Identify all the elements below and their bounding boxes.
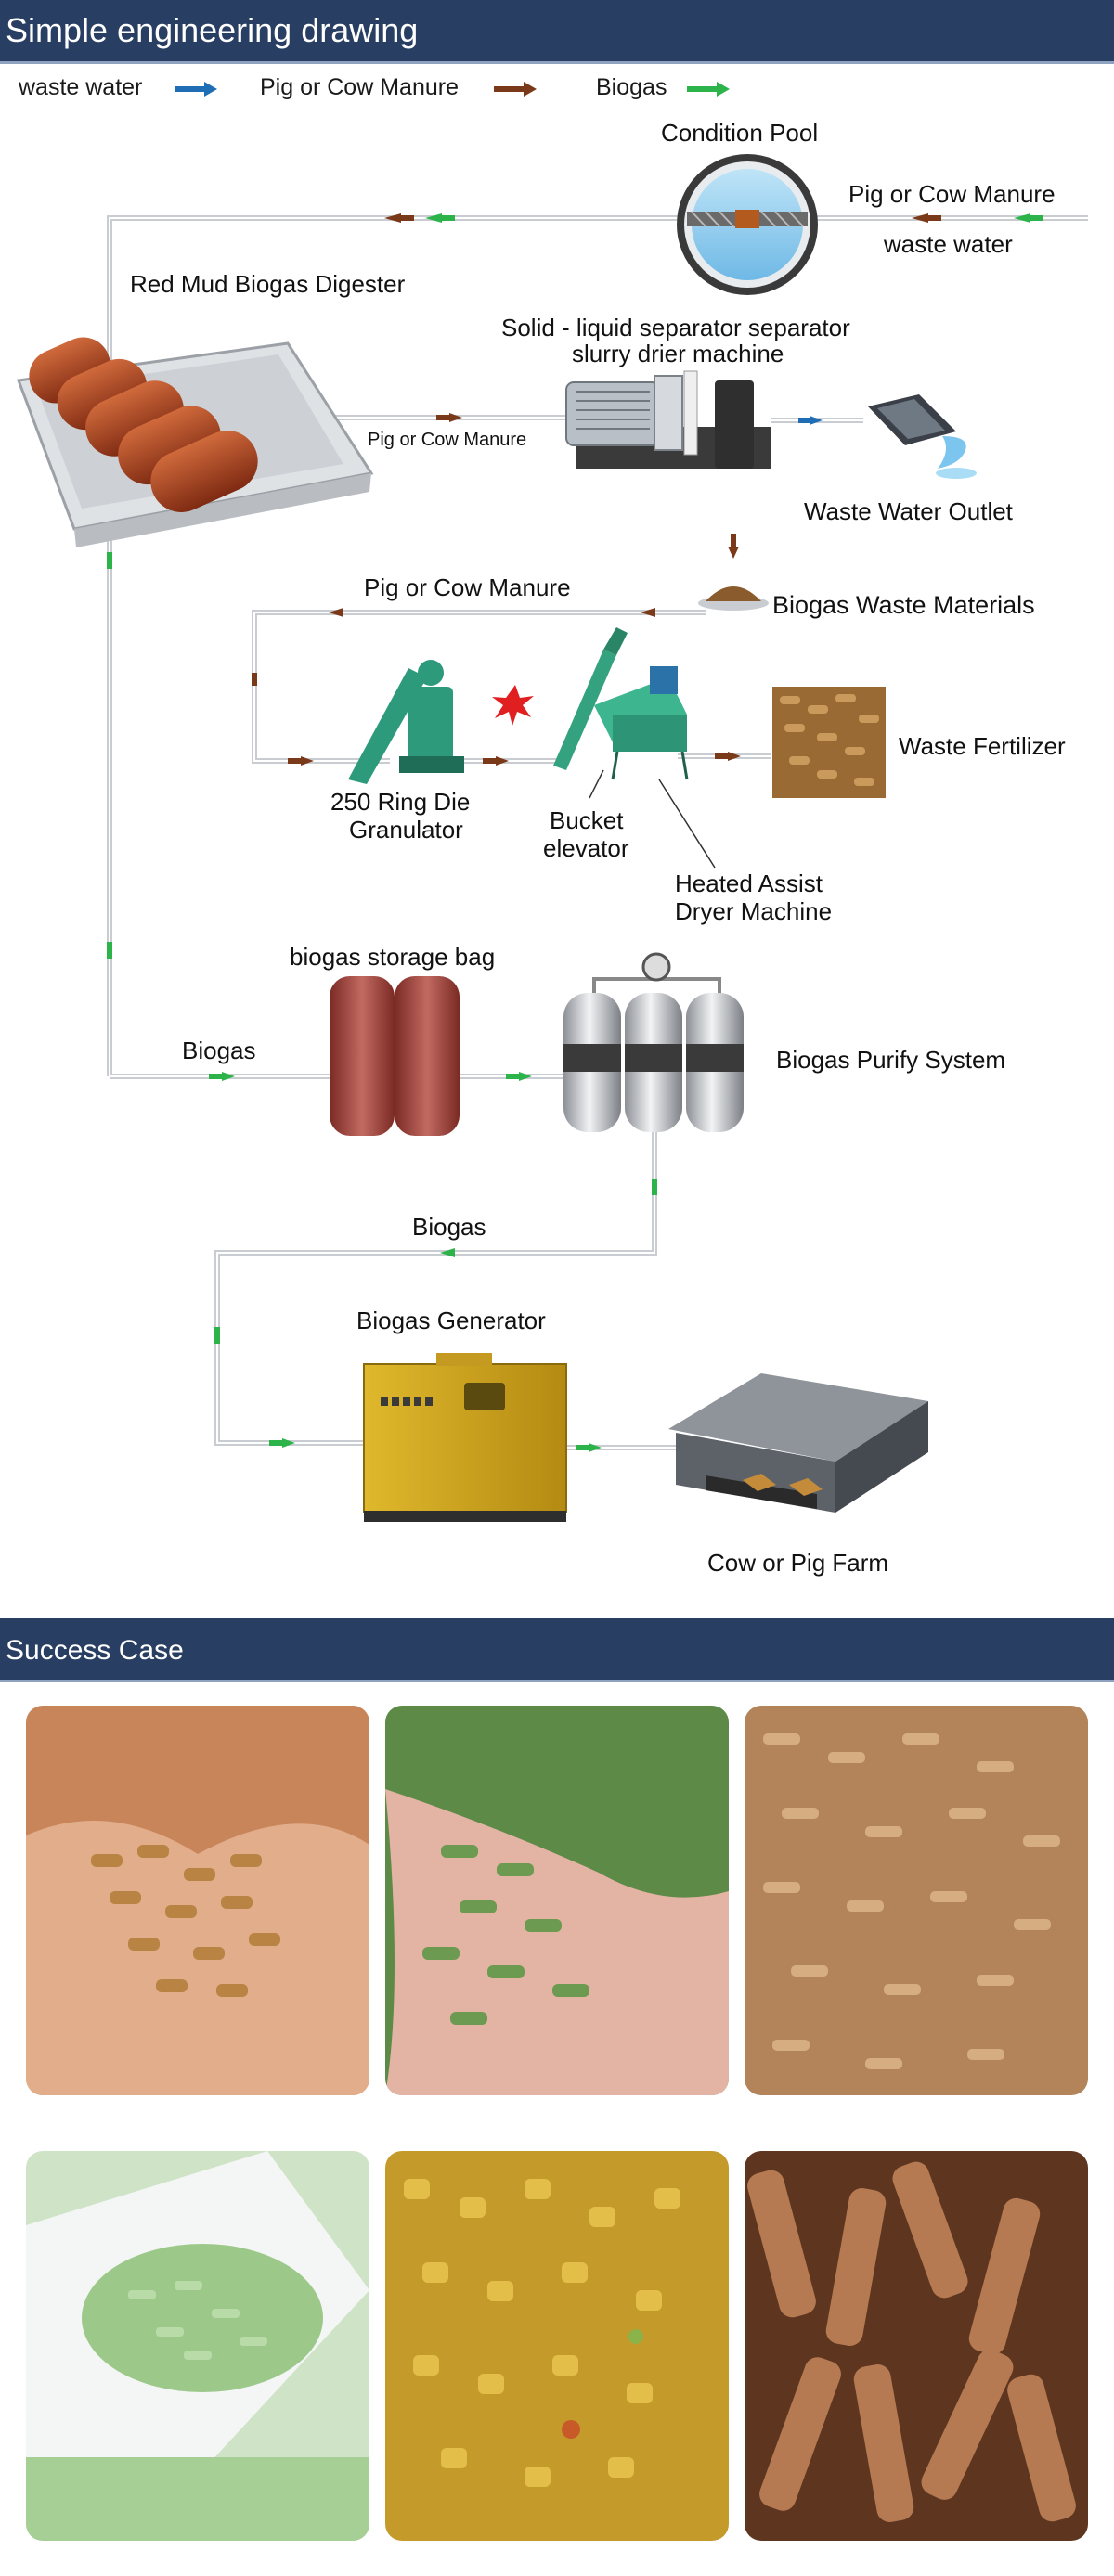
legend-label: waste water xyxy=(19,74,143,100)
biogas-arrow-icon xyxy=(440,1248,455,1257)
label-farm: Cow or Pig Farm xyxy=(707,1549,888,1577)
legend-label: Biogas xyxy=(596,74,667,100)
biogas-purify-system-icon xyxy=(563,952,744,1132)
label-inlet-water: waste water xyxy=(883,230,1013,258)
biogas-digester-icon xyxy=(16,337,374,547)
bucket-elevator-icon xyxy=(553,627,628,770)
dryer-pointer xyxy=(658,779,716,869)
manure-arrow-icon xyxy=(436,415,449,420)
solid-liquid-separator-icon xyxy=(565,370,771,469)
brown-arrow-icon xyxy=(494,82,537,97)
biogas-arrow-icon xyxy=(506,1074,519,1079)
biogas-arrow-icon xyxy=(214,1327,220,1344)
page-title: Simple engineering drawing xyxy=(6,11,419,49)
legend-item-biogas: Biogas xyxy=(596,74,667,101)
manure-arrow-icon xyxy=(329,608,343,617)
label-pipe-manure: Pig or Cow Manure xyxy=(364,573,571,601)
biogas-arrow-icon xyxy=(209,1074,222,1079)
label-separator-line2: slurry drier machine xyxy=(572,340,784,367)
legend: waste water Pig or Cow Manure Biogas xyxy=(0,67,1114,113)
header-divider xyxy=(0,61,1114,64)
label-elevator-line1: Bucket xyxy=(550,806,624,834)
label-elevator-line2: elevator xyxy=(543,834,629,862)
label-granulator-line2: Granulator xyxy=(349,816,463,844)
biogas-storage-bag-icon xyxy=(330,976,460,1136)
ring-die-granulator-icon xyxy=(348,660,464,784)
label-dryer-line1: Heated Assist xyxy=(675,869,823,897)
label-pipe-manure-small: Pig or Cow Manure xyxy=(368,430,526,450)
success-photo-5 xyxy=(385,2151,729,2541)
label-fertilizer: Waste Fertilizer xyxy=(899,732,1066,760)
success-banner: Success Case xyxy=(0,1618,1114,1680)
legend-item-manure: Pig or Cow Manure xyxy=(260,74,459,101)
manure-arrow-icon xyxy=(731,534,736,547)
waste-materials-icon xyxy=(698,586,769,611)
label-granulator-line1: 250 Ring Die xyxy=(330,788,470,816)
label-inlet-manure: Pig or Cow Manure xyxy=(848,180,1056,208)
label-condition-pool: Condition Pool xyxy=(661,119,818,147)
waste-water-outlet-icon xyxy=(868,394,977,479)
success-title: Success Case xyxy=(6,1635,184,1666)
water-arrow-icon xyxy=(798,418,810,423)
label-storage-bag: biogas storage bag xyxy=(290,943,495,971)
manure-arrow-icon xyxy=(252,673,257,686)
biogas-generator-icon xyxy=(363,1353,567,1522)
biogas-arrow-icon xyxy=(107,552,112,569)
label-waste-water-outlet: Waste Water Outlet xyxy=(804,497,1014,525)
manure-arrow-icon xyxy=(483,758,496,764)
label-purify: Biogas Purify System xyxy=(776,1046,1005,1074)
process-diagram: Condition Pool Pig or Cow Manure waste w… xyxy=(16,119,1088,1577)
success-photo-3 xyxy=(745,1706,1088,2095)
flow-arrows xyxy=(107,213,1043,1452)
elevator-pointer xyxy=(589,769,604,799)
water-arrow-icon xyxy=(1014,213,1030,223)
dryer-machine-icon xyxy=(594,666,689,780)
legend-label: Pig or Cow Manure xyxy=(260,74,459,100)
legend-item-waste-water: waste water xyxy=(19,74,142,101)
biogas-arrow-icon xyxy=(576,1445,589,1450)
success-photo-4 xyxy=(26,2151,369,2541)
header-banner: Simple engineering drawing xyxy=(0,0,1114,61)
fertilizer-pellets-icon xyxy=(772,687,886,798)
water-arrow-icon xyxy=(425,213,442,223)
farm-barn-icon xyxy=(668,1373,928,1513)
manure-arrow-icon xyxy=(715,753,728,759)
blue-arrow-icon xyxy=(175,82,217,97)
spark-icon xyxy=(492,685,534,726)
biogas-arrow-icon xyxy=(107,942,112,959)
manure-arrow-icon xyxy=(288,758,301,764)
manure-arrow-icon xyxy=(912,213,928,223)
label-separator-line1: Solid - liquid separator separator xyxy=(501,314,850,341)
label-pipe-biogas2: Biogas xyxy=(412,1213,486,1241)
success-photo-1 xyxy=(26,1706,369,2095)
manure-arrow-icon xyxy=(641,608,655,617)
success-photo-2 xyxy=(385,1706,729,2095)
manure-arrow-icon xyxy=(384,213,401,223)
success-divider xyxy=(0,1680,1114,1682)
biogas-arrow-icon xyxy=(269,1440,282,1446)
label-pipe-biogas1: Biogas xyxy=(182,1037,256,1064)
label-digester: Red Mud Biogas Digester xyxy=(130,270,406,298)
label-generator: Biogas Generator xyxy=(356,1307,546,1334)
label-biogas-waste: Biogas Waste Materials xyxy=(772,591,1035,619)
biogas-arrow-icon xyxy=(652,1179,657,1195)
success-photo-6 xyxy=(745,2151,1088,2541)
green-arrow-icon xyxy=(687,82,730,97)
condition-pool-icon xyxy=(677,154,818,295)
label-dryer-line2: Dryer Machine xyxy=(675,897,832,925)
